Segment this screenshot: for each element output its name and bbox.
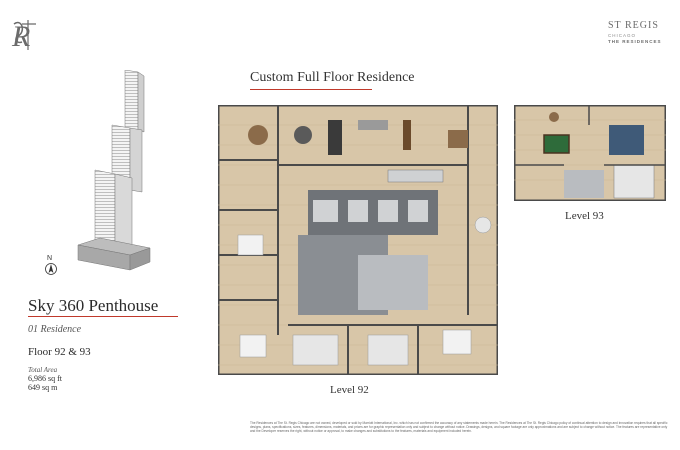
brand-city: CHICAGO bbox=[608, 33, 637, 38]
plan-title-rule bbox=[250, 89, 372, 90]
svg-text:R: R bbox=[11, 20, 30, 53]
total-area-label: Total Area bbox=[28, 366, 58, 374]
brand-collection: THE RESIDENCES bbox=[608, 39, 662, 44]
st-regis-monogram-logo: R bbox=[11, 20, 36, 53]
residence-title: Sky 360 Penthouse bbox=[28, 296, 159, 315]
level-92-floor-plan bbox=[218, 105, 498, 375]
total-area-sqm: 649 sq m bbox=[28, 383, 58, 392]
plan-title: Custom Full Floor Residence bbox=[250, 70, 415, 85]
total-area-sqft: 6,986 sq ft bbox=[28, 374, 62, 383]
brand-name: ST REGIS bbox=[608, 20, 659, 31]
brand-block: ST REGIS CHICAGO THE RESIDENCES bbox=[608, 20, 666, 44]
residence-title-rule bbox=[28, 316, 178, 317]
level-92-label: Level 92 bbox=[330, 384, 369, 396]
legal-disclaimer: The Residences at The St. Regis Chicago … bbox=[250, 421, 668, 433]
level-93-label: Level 93 bbox=[565, 210, 604, 222]
residence-floors: Floor 92 & 93 bbox=[28, 346, 91, 358]
north-compass-icon: N bbox=[45, 255, 57, 275]
tower-illustration bbox=[77, 70, 151, 271]
residence-subtitle: 01 Residence bbox=[28, 324, 82, 335]
level-93-floor-plan bbox=[514, 105, 666, 201]
compass-label: N bbox=[47, 255, 52, 262]
